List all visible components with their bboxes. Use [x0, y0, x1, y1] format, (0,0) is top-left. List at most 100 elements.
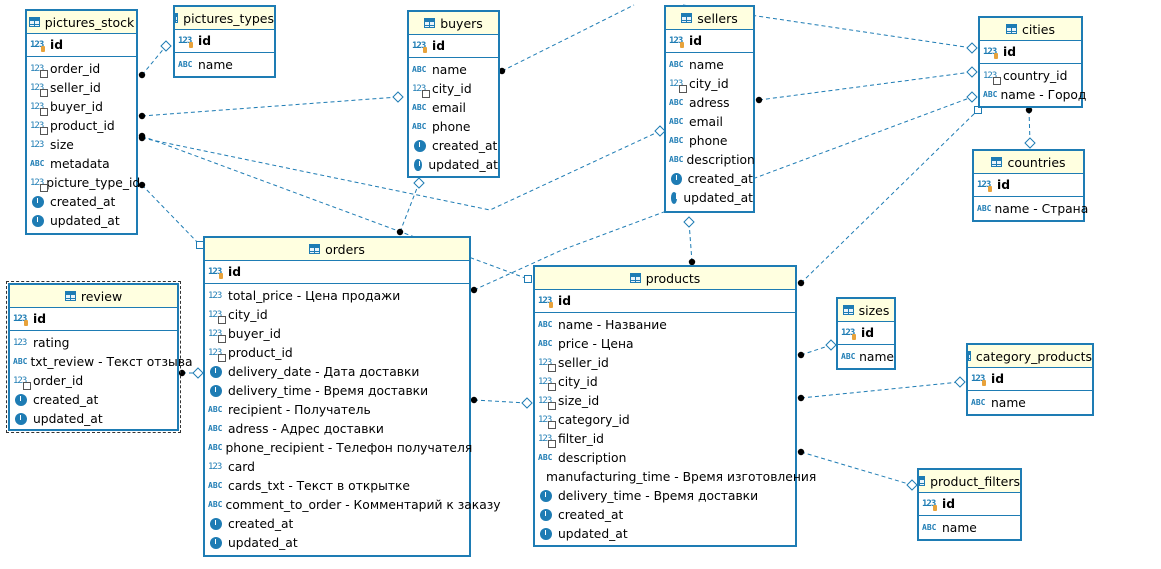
- column-row[interactable]: updated_at: [205, 533, 469, 552]
- column-row[interactable]: updated_at: [535, 524, 795, 543]
- column-row[interactable]: updated_at: [666, 188, 753, 207]
- relationship-line[interactable]: [758, 71, 973, 101]
- column-row[interactable]: created_at: [535, 505, 795, 524]
- relationship-line[interactable]: [399, 182, 420, 233]
- relationship-line[interactable]: [800, 344, 832, 356]
- relationship-line[interactable]: [501, 4, 635, 72]
- column-row[interactable]: created_at: [666, 169, 753, 188]
- relationship-line[interactable]: [141, 96, 399, 117]
- relationship-line[interactable]: [800, 109, 979, 284]
- relationship-line[interactable]: [800, 451, 913, 486]
- column-row[interactable]: created_at: [409, 136, 498, 155]
- relationship-line[interactable]: [1028, 109, 1031, 144]
- column-row[interactable]: delivery_date - Дата доставки: [205, 362, 469, 381]
- relationship-line[interactable]: [473, 399, 528, 404]
- relationship-line[interactable]: [800, 381, 961, 399]
- column-row[interactable]: created_at: [10, 390, 177, 409]
- column-row[interactable]: created_at: [27, 192, 136, 211]
- column-row[interactable]: updated_at: [10, 409, 177, 428]
- column-row[interactable]: created_at: [205, 514, 469, 533]
- column-row[interactable]: updated_at: [27, 211, 136, 230]
- column-row[interactable]: delivery_time - Время доставки: [205, 381, 469, 400]
- relationship-line[interactable]: [141, 130, 661, 211]
- column-row[interactable]: updated_at: [409, 155, 498, 174]
- relationship-line[interactable]: [141, 184, 201, 246]
- column-row[interactable]: delivery_time - Время доставки: [535, 486, 795, 505]
- relationship-line[interactable]: [473, 96, 973, 291]
- relationship-line[interactable]: [688, 221, 693, 263]
- relationship-line[interactable]: [141, 45, 167, 76]
- column-row[interactable]: manufacturing_time - Время изготовления: [535, 467, 816, 486]
